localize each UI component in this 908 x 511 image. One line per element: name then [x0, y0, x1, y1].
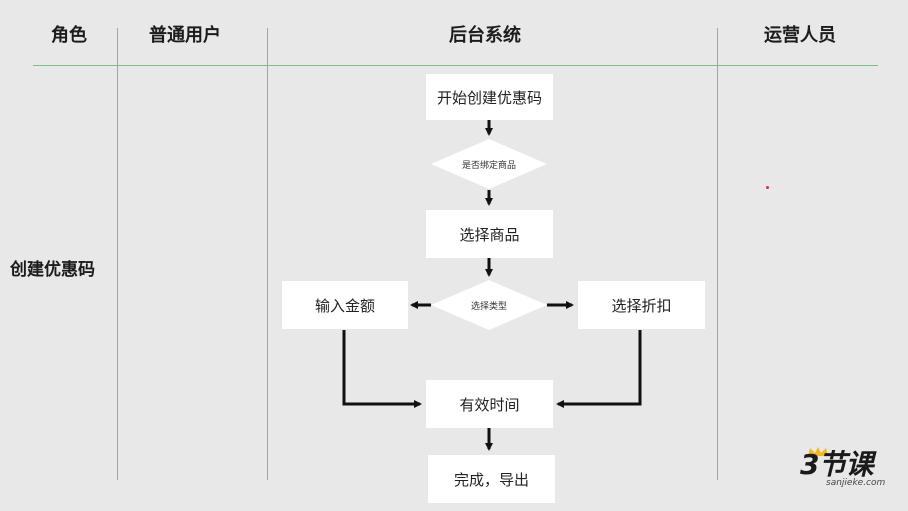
- decision-type-label: 选择类型: [470, 301, 507, 312]
- crown-icon: [808, 447, 828, 456]
- header-user: 普通用户: [149, 25, 221, 46]
- brand-logo-site: sanjieke.com: [826, 478, 886, 488]
- marker-dot: [766, 186, 769, 189]
- row-label: 创建优惠码: [10, 260, 95, 280]
- header-divider: [33, 65, 878, 66]
- brand-logo-text: 3节课: [800, 448, 873, 481]
- valid-time-box: 有效时间: [426, 380, 553, 428]
- arrow-discount-to-time: [556, 330, 642, 408]
- lane-divider-2: [267, 28, 268, 480]
- finish-export-box: 完成，导出: [428, 455, 555, 503]
- decision-type-diamond: [431, 280, 547, 330]
- brand-logo: 3节课 sanjieke.com: [800, 448, 886, 489]
- lane-divider-3: [717, 28, 718, 480]
- header-operator: 运营人员: [764, 25, 836, 46]
- header-backend: 后台系统: [449, 25, 521, 46]
- select-discount-box: 选择折扣: [578, 281, 705, 329]
- select-product-box: 选择商品: [426, 210, 553, 258]
- enter-amount-box: 输入金额: [282, 281, 408, 329]
- arrow-amount-to-time: [342, 330, 422, 408]
- decision-bind-diamond: [431, 139, 547, 189]
- header-role: 角色: [51, 25, 87, 46]
- start-box: 开始创建优惠码: [426, 74, 553, 120]
- lane-divider-1: [117, 28, 118, 480]
- decision-bind-label: 是否绑定商品: [461, 160, 516, 171]
